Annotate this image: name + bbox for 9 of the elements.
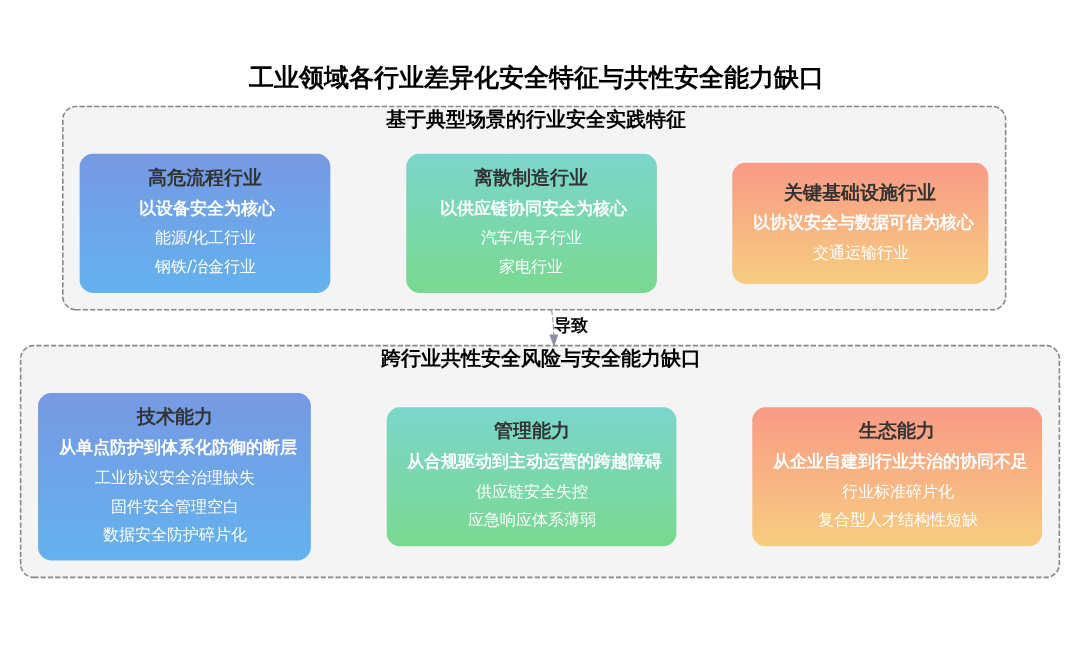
node-box: 生态能力 从企业自建到行业共治的协同不足 行业标准碎片化 复合型人才结构性短缺 (752, 406, 1042, 546)
edge-label: 导致 (553, 314, 588, 335)
node-box: 高危流程行业 以设备安全为核心 能源/化工行业 钢铁/冶金行业 (79, 153, 331, 293)
node-box: 技术能力 从单点防护到体系化防御的断层 工业协议安全治理缺失 固件安全管理空白 数据安全防护碎片化 (38, 392, 311, 560)
arrow (549, 308, 559, 347)
diagram-title: 工业领域各行业差异化安全特征与共性安全能力缺口 (248, 62, 824, 92)
node-box: 管理能力 从合规驱动到主动运营的跨越障碍 供应链安全失控 应急响应体系薄弱 (386, 406, 677, 546)
node-box: 关键基础设施行业 以协议安全与数据可信为核心 交通运输行业 (732, 162, 989, 284)
node-box: 离散制造行业 以供应链协同安全为核心 汽车/电子行业 家电行业 (406, 153, 657, 293)
